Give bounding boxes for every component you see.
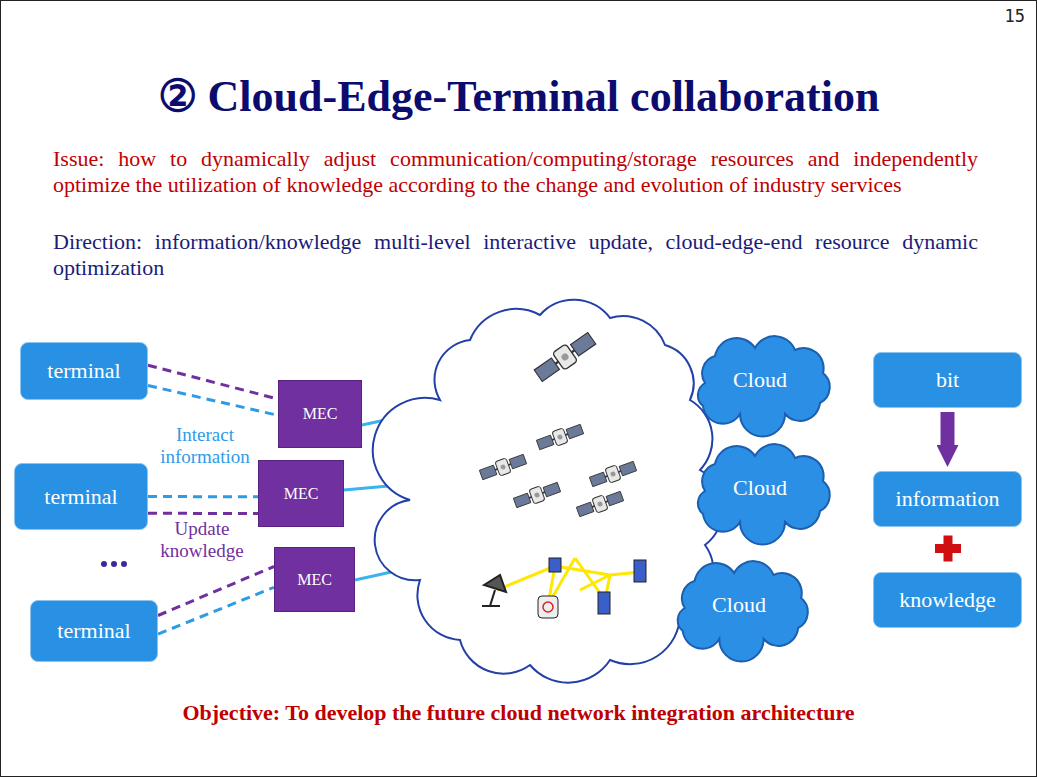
dashed-link — [148, 512, 258, 515]
node-label: Cloud — [733, 367, 787, 393]
node-label: Cloud — [712, 592, 766, 618]
dashed-link — [158, 587, 274, 634]
node-label: terminal — [47, 358, 120, 384]
terminal-box: terminal — [20, 342, 148, 400]
network-cloud — [373, 300, 723, 683]
transform-arrow — [941, 412, 955, 445]
ground-antenna — [482, 575, 506, 606]
device-icon — [538, 596, 558, 618]
objective-caption: Objective: To develop the future cloud n… — [0, 700, 1037, 726]
update-label: Update knowledge — [134, 518, 270, 562]
satellites — [479, 330, 638, 519]
issue-text: Issue: how to dynamically adjust communi… — [53, 146, 978, 199]
plus-sign — [935, 536, 961, 562]
cloud-shape: Cloud — [685, 338, 835, 422]
server-icon — [598, 592, 610, 614]
node-label: bit — [936, 367, 959, 393]
node-label: information — [896, 486, 1000, 512]
bit-box: bit — [873, 352, 1022, 408]
node-label: MEC — [297, 571, 332, 589]
ground-network — [482, 558, 646, 618]
terminal-box: terminal — [30, 600, 158, 662]
node-label: terminal — [57, 618, 130, 644]
dashed-link — [148, 386, 278, 416]
mec-box: MEC — [278, 380, 362, 448]
slide-title: ② Cloud-Edge-Terminal collaboration — [0, 70, 1037, 122]
cloud-shape: Cloud — [685, 446, 835, 530]
node-label: terminal — [44, 484, 117, 510]
knowledge-box: knowledge — [873, 572, 1022, 628]
server-icon — [634, 560, 646, 582]
page-number: 15 — [985, 6, 1025, 26]
mec-box: MEC — [258, 460, 344, 527]
node-label: MEC — [284, 485, 319, 503]
node-label: MEC — [303, 405, 338, 423]
dashed-link — [158, 567, 274, 616]
dashed-link — [148, 365, 278, 399]
direction-text: Direction: information/knowledge multi-l… — [53, 229, 978, 282]
node-label: Cloud — [733, 475, 787, 501]
node-label: knowledge — [899, 587, 996, 613]
mec-box: MEC — [274, 547, 355, 612]
interact-label: Interact information — [140, 424, 270, 468]
terminal-box: terminal — [14, 463, 148, 530]
cloud-shape: Cloud — [665, 563, 813, 647]
information-box: information — [873, 471, 1022, 527]
dashed-link — [148, 495, 258, 498]
ellipsis-dots — [101, 561, 127, 567]
router-icon — [549, 558, 561, 572]
